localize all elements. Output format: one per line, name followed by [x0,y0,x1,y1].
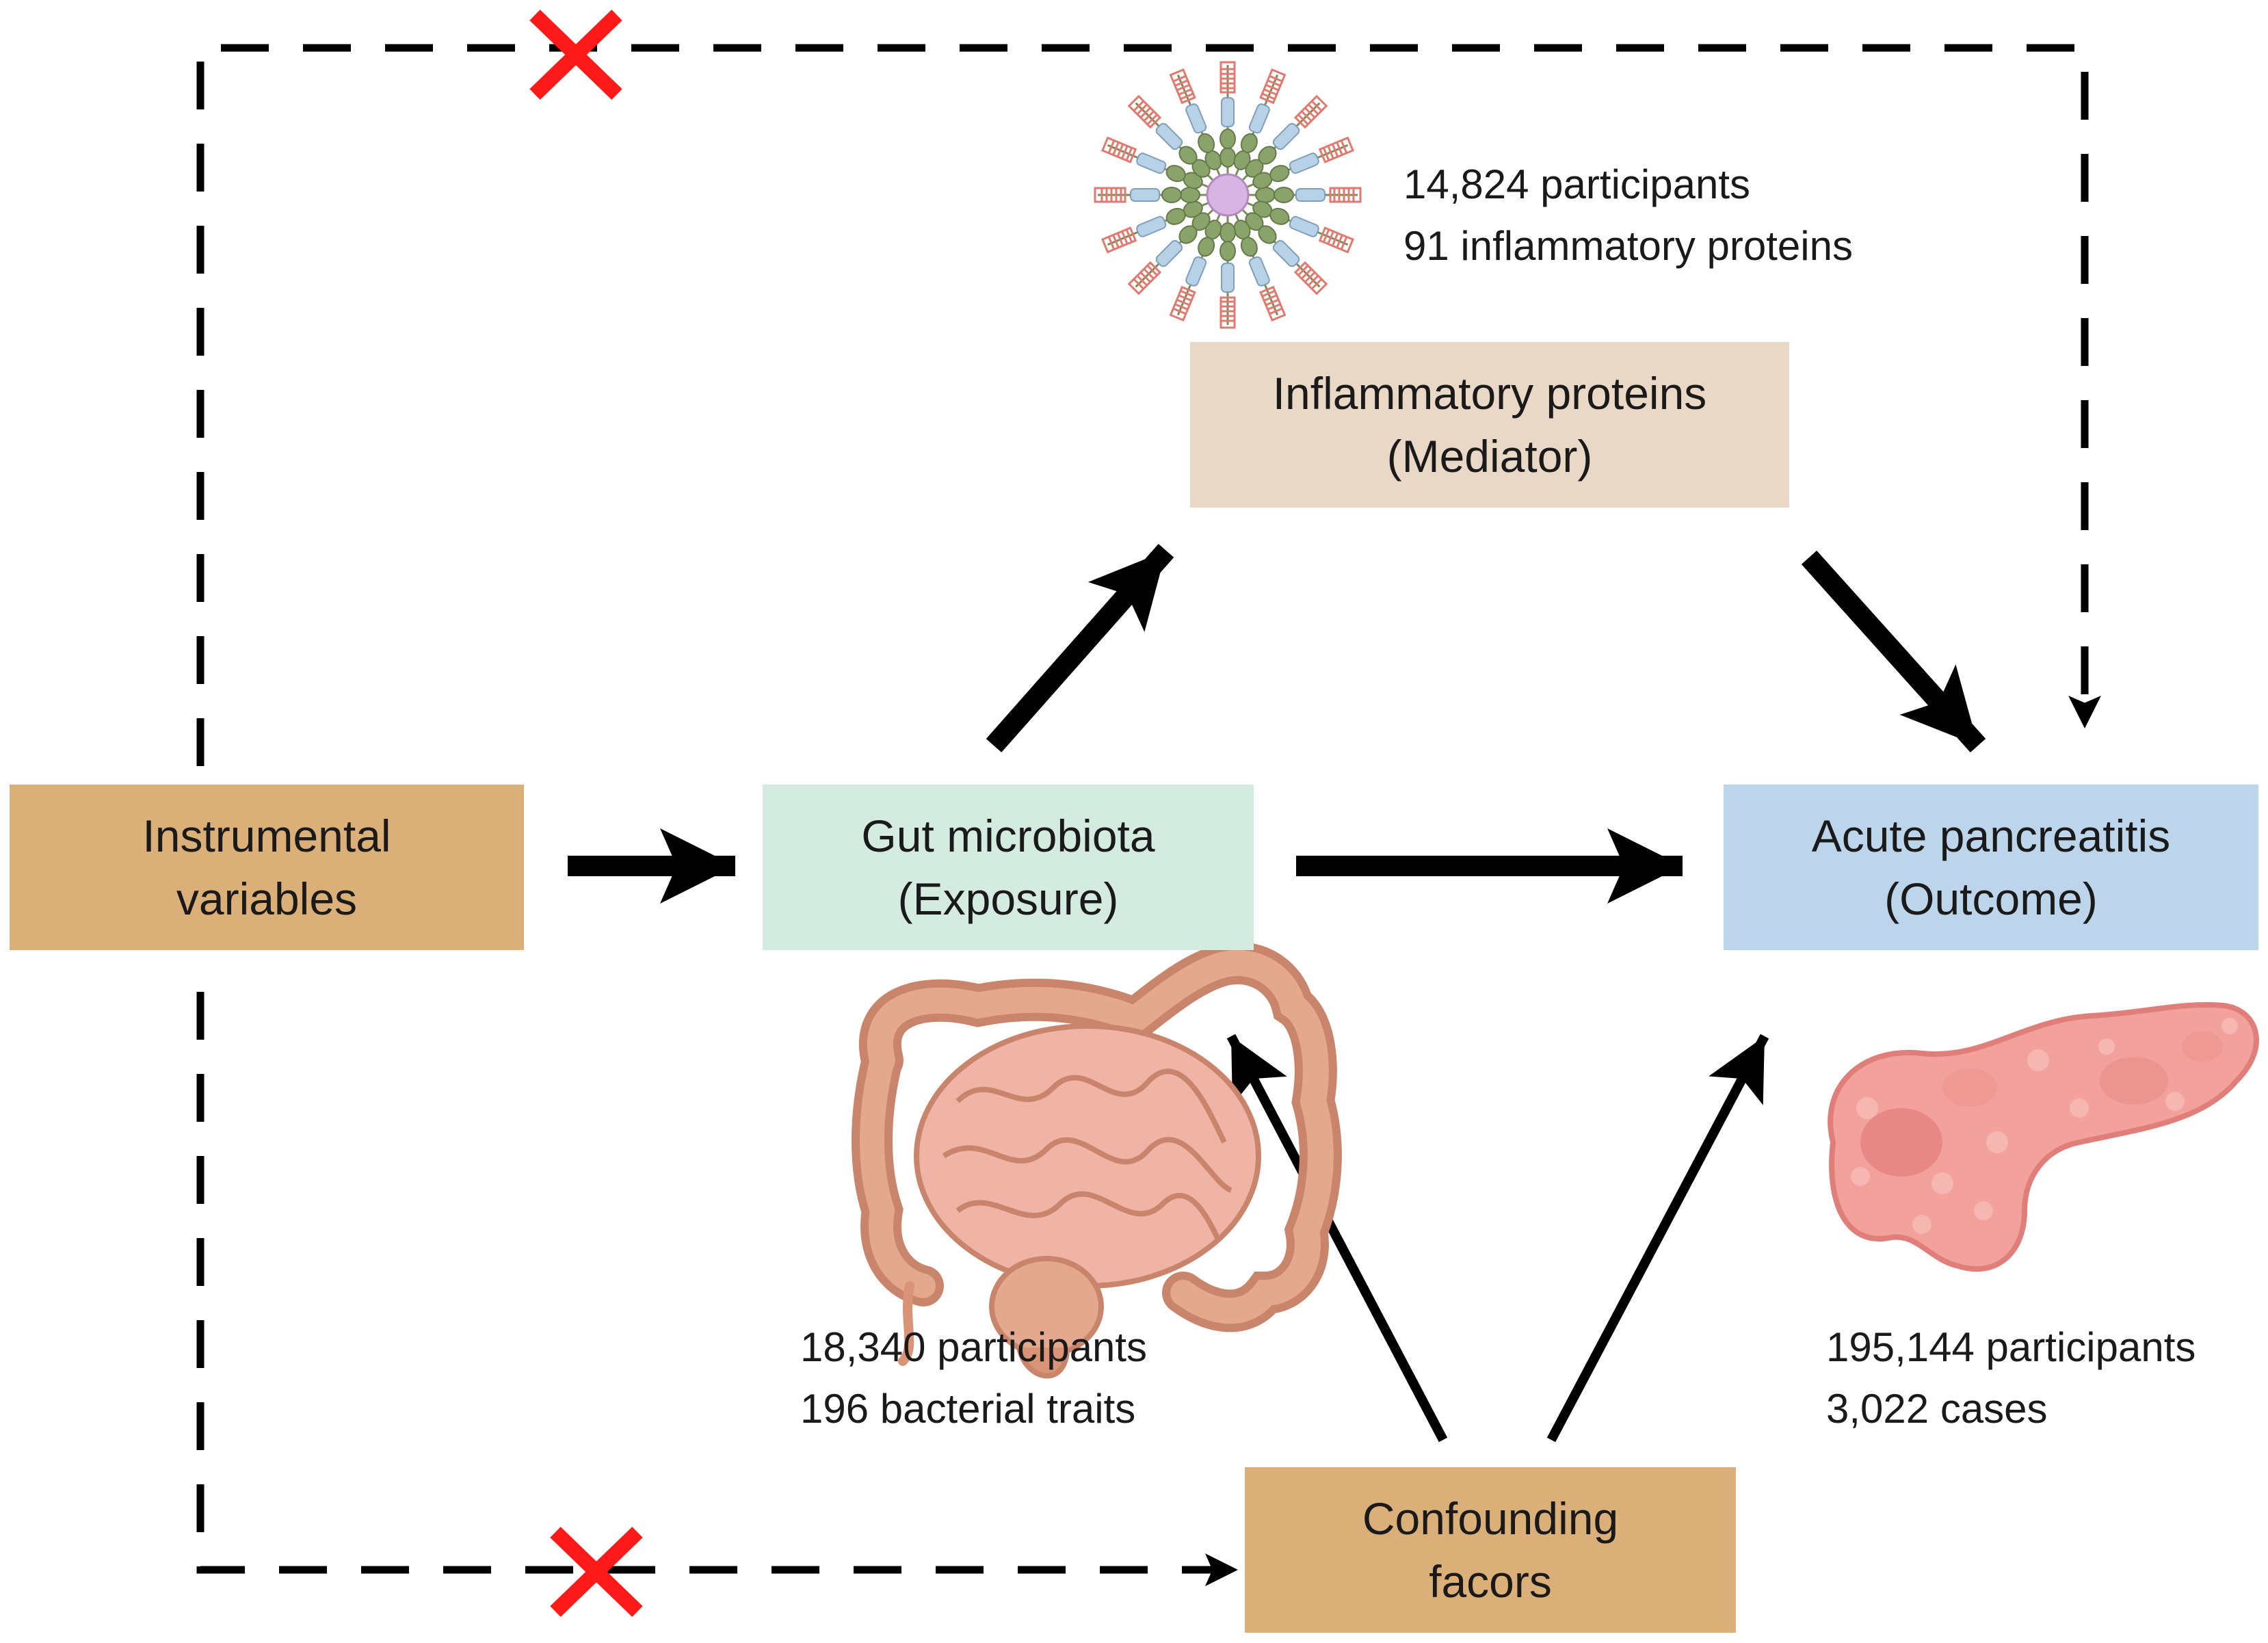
dashed-path-bottom [196,992,1238,1586]
arrow-mediator-to-outcome [1801,550,1986,753]
outcome-participants: 195,144 participants [1826,1324,2196,1370]
instrumental-variables-line1: Instrumental [142,811,391,861]
arrow-confounding-to-outcome [1546,1034,1769,1443]
outcome-box: Acute pancreatitis (Outcome) [1724,785,2258,950]
confounding-factors-box: Confounding facors [1245,1467,1736,1633]
dashed-path-top [196,44,2101,766]
arrow-exposure-to-mediator [986,544,1174,752]
cross-mark-icon [529,10,622,100]
mediator-stats: 14,824 participants 91 inflammatory prot… [1403,154,1853,277]
outcome-stats: 195,144 participants 3,022 cases [1826,1317,2196,1440]
confounding-factors-line2: facors [1429,1556,1552,1607]
instrumental-variables-box: Instrumental variables [10,785,524,950]
mediator-role: (Mediator) [1386,431,1593,482]
mediator-participants: 14,824 participants [1403,161,1751,207]
instrumental-variables-line2: variables [176,873,358,924]
exposure-role: (Exposure) [897,873,1119,924]
arrow-confounding-to-exposure [1226,1034,1448,1443]
mediator-protein-count: 91 inflammatory proteins [1403,223,1853,269]
exposure-trait-count: 196 bacterial traits [800,1386,1136,1432]
exposure-stats: 18,340 participants 196 bacterial traits [800,1317,1147,1440]
mediator-title: Inflammatory proteins [1272,368,1707,419]
exposure-box: Gut microbiota (Exposure) [763,785,1254,950]
exposure-title: Gut microbiota [861,811,1155,861]
outcome-case-count: 3,022 cases [1826,1386,2048,1432]
exposure-participants: 18,340 participants [800,1324,1148,1370]
outcome-role: (Outcome) [1884,873,2098,924]
outcome-title: Acute pancreatitis [1811,811,2171,861]
cross-mark-icon [550,1527,643,1617]
mediator-box: Inflammatory proteins (Mediator) [1190,342,1789,508]
confounding-factors-line1: Confounding [1362,1493,1619,1544]
